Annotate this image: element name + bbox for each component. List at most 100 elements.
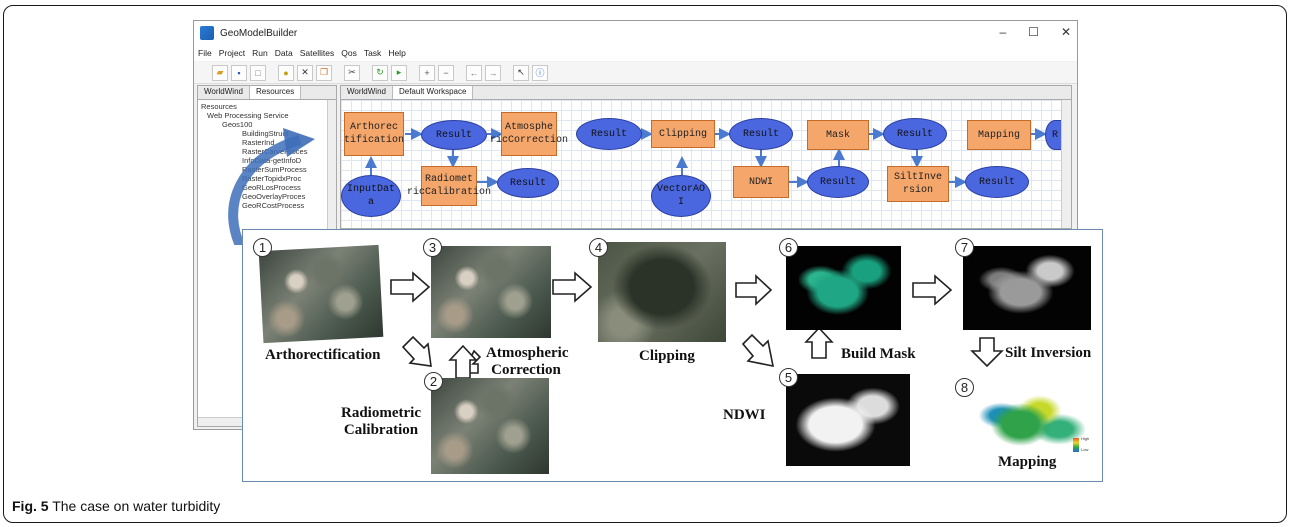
tree-item[interactable]: BuildingStruct <box>242 129 289 138</box>
step-label: Silt Inversion <box>1005 345 1092 361</box>
tree-item[interactable]: GeoOverlayProces <box>242 192 306 201</box>
node-inputdata[interactable]: InputDat a <box>341 175 401 217</box>
tree-item[interactable]: GeoRLosProcess <box>242 183 301 192</box>
minimize-button[interactable]: – <box>999 25 1007 39</box>
node-mask[interactable]: Mask <box>807 120 869 150</box>
menu-bar: File Project Run Data Satellites Qos Tas… <box>194 45 1077 61</box>
clipping-image <box>598 242 726 342</box>
node-result[interactable]: Result <box>807 166 869 198</box>
node-clipping[interactable]: Clipping <box>651 120 715 148</box>
step-number: 7 <box>955 238 974 257</box>
step-number: 3 <box>423 238 442 257</box>
step-number: 1 <box>253 238 272 257</box>
save-icon[interactable]: ▪ <box>231 64 247 81</box>
caption-text: The case on water turbidity <box>52 498 221 514</box>
menu-file[interactable]: File <box>198 48 212 58</box>
pointer-icon[interactable]: ↖ <box>513 64 529 81</box>
silt-inversion-image <box>963 246 1091 330</box>
step-label: Build Mask <box>841 346 916 362</box>
figure-frame <box>3 5 1287 523</box>
delete-icon[interactable]: ✕ <box>297 64 313 81</box>
run-icon[interactable]: ▸ <box>391 64 407 81</box>
tab-worldwind-left[interactable]: WorldWind <box>198 86 250 99</box>
zoom-out-icon[interactable]: − <box>438 64 454 81</box>
tab-default-workspace[interactable]: Default Workspace <box>392 86 474 99</box>
tree-item[interactable]: RasterSumProcess <box>242 165 307 174</box>
menu-data[interactable]: Data <box>274 48 293 58</box>
undo-icon[interactable]: ← <box>466 64 482 81</box>
close-button[interactable]: ✕ <box>1060 25 1071 39</box>
step-label: NDWI <box>723 407 766 423</box>
new-file-icon[interactable]: □ <box>250 64 266 81</box>
mask-image <box>786 246 901 330</box>
info-icon[interactable]: ⓘ <box>532 64 548 81</box>
node-silt-inversion[interactable]: SiltInve rsion <box>887 166 949 202</box>
tab-worldwind[interactable]: WorldWind <box>341 86 393 99</box>
node-ndwi[interactable]: NDWI <box>733 166 789 198</box>
map-legend-colorbar <box>1073 438 1079 452</box>
menu-satellites[interactable]: Satellites <box>299 48 335 58</box>
tree-item[interactable]: Geos100 <box>222 120 253 129</box>
tree-item[interactable]: Resources <box>201 102 237 111</box>
app-title: GeoModelBuilder <box>220 27 298 39</box>
zoom-in-icon[interactable]: + <box>419 64 435 81</box>
step-number: 6 <box>779 238 798 257</box>
step-number: 2 <box>424 372 443 391</box>
title-bar: GeoModelBuilder – ☐ ✕ <box>194 21 1077 45</box>
node-vectoraoi[interactable]: VectorAO I <box>651 175 711 217</box>
cut-icon[interactable]: ✂ <box>344 64 360 81</box>
tab-resources[interactable]: Resources <box>249 86 302 99</box>
node-result[interactable]: Result <box>421 120 487 150</box>
ndwi-image <box>786 374 910 466</box>
node-atmospheric-correction[interactable]: Atmosphe ricCorrection <box>490 112 568 156</box>
step-label: Mapping <box>998 454 1057 470</box>
step-label: Radiometric Calibration <box>341 405 421 438</box>
workspace-panel: WorldWind Default Workspace <box>340 85 1072 229</box>
redo-icon[interactable]: → <box>485 64 501 81</box>
figure-caption: Fig. 5 The case on water turbidity <box>12 498 220 514</box>
pin-icon[interactable]: ● <box>278 64 294 81</box>
refresh-icon[interactable]: ↻ <box>372 64 388 81</box>
node-result[interactable]: Result <box>965 166 1029 198</box>
caption-prefix: Fig. 5 <box>12 498 49 514</box>
step-number: 8 <box>955 378 974 397</box>
maximize-button[interactable]: ☐ <box>1028 25 1039 39</box>
node-mapping[interactable]: Mapping <box>967 120 1031 150</box>
node-result[interactable]: Result <box>883 118 947 150</box>
open-folder-icon[interactable]: ▰ <box>212 64 228 81</box>
tree-item[interactable]: RasterTopidxProc <box>242 174 302 183</box>
step-number: 4 <box>589 238 608 257</box>
workflow-canvas[interactable]: Arthorec tification Result InputDat a Ra… <box>341 100 1065 228</box>
tree-item[interactable]: InfoData-getInfoD <box>242 156 302 165</box>
atmospheric-correction-image <box>431 246 551 338</box>
menu-qos[interactable]: Qos <box>341 48 357 58</box>
node-radiometric-calibration[interactable]: Radiomet ricCalibration <box>407 166 491 206</box>
mapping-image <box>963 374 1091 466</box>
step-label: Atmospheric Correction <box>486 345 569 378</box>
node-result[interactable]: Result <box>576 118 642 150</box>
toolbar: ▰ ▪ □ ● ✕ ❐ ✂ ↻ ▸ + − ← → ↖ ⓘ <box>194 62 1077 84</box>
arthorectification-image <box>258 244 384 344</box>
copy-icon[interactable]: ❐ <box>316 64 332 81</box>
menu-project[interactable]: Project <box>218 48 246 58</box>
node-result[interactable]: Result <box>729 118 793 150</box>
workspace-scrollbar[interactable] <box>1061 100 1071 228</box>
tree-item[interactable]: RasterInd <box>242 138 275 147</box>
legend-low: Low <box>1081 447 1089 452</box>
process-flow-panel: 1 Arthorectification 3 Atmospheric Corre… <box>242 229 1103 482</box>
step-label: Arthorectification <box>265 347 381 363</box>
flow-arrows <box>390 271 1004 379</box>
curved-pointer-arrow <box>228 128 315 245</box>
tree-item[interactable]: GeoRCostProcess <box>242 201 305 210</box>
step-number: 5 <box>779 368 798 387</box>
app-logo-icon <box>200 26 214 40</box>
menu-task[interactable]: Task <box>363 48 382 58</box>
tree-item[interactable]: Web Processing Service <box>207 111 289 120</box>
step-label: Clipping <box>639 348 695 364</box>
node-arthorectification[interactable]: Arthorec tification <box>344 112 404 156</box>
radiometric-calibration-image <box>431 378 549 474</box>
menu-help[interactable]: Help <box>388 48 406 58</box>
legend-high: High <box>1081 436 1090 441</box>
menu-run[interactable]: Run <box>252 48 268 58</box>
node-result[interactable]: Result <box>497 168 559 198</box>
